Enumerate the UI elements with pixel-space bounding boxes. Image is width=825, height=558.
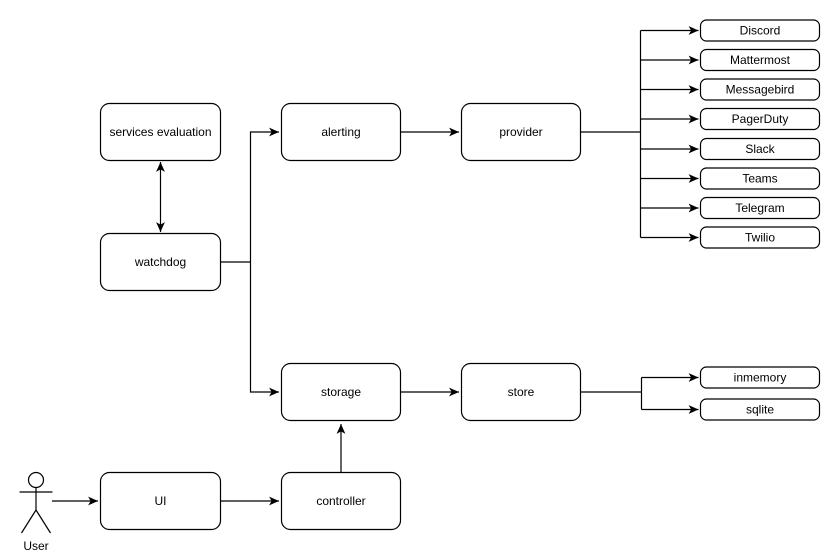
node-store: store bbox=[460, 362, 582, 422]
telegram-box bbox=[699, 196, 821, 220]
sqlite-label: sqlite bbox=[746, 403, 774, 417]
messagebird-label: Messagebird bbox=[726, 83, 795, 97]
node-storage: storage bbox=[280, 362, 402, 422]
node-store-inmemory: inmemory bbox=[699, 366, 821, 389]
mattermost-label: Mattermost bbox=[730, 53, 791, 67]
node-ui: UI bbox=[99, 471, 222, 531]
inmemory-label: inmemory bbox=[734, 371, 787, 385]
mattermost-box bbox=[699, 48, 821, 72]
watchdog-box bbox=[99, 232, 222, 292]
watchdog-label: watchdog bbox=[134, 255, 186, 269]
node-provider-discord: Discord bbox=[699, 19, 821, 42]
twilio-box bbox=[699, 226, 821, 249]
node-alerting: alerting bbox=[280, 102, 402, 162]
user-actor-icon bbox=[19, 471, 53, 534]
provider-label: provider bbox=[499, 125, 542, 139]
discord-box bbox=[699, 19, 821, 42]
pagerduty-box bbox=[699, 107, 821, 131]
node-store-sqlite: sqlite bbox=[699, 398, 821, 421]
node-provider-teams: Teams bbox=[699, 167, 821, 190]
messagebird-box bbox=[699, 78, 821, 101]
store-box bbox=[460, 362, 582, 422]
node-provider-slack: Slack bbox=[699, 137, 821, 161]
node-services-evaluation: services evaluation bbox=[99, 102, 222, 162]
ui-box bbox=[99, 471, 222, 531]
services-evaluation-label: services evaluation bbox=[109, 125, 211, 139]
node-watchdog: watchdog bbox=[99, 232, 222, 292]
controller-label: controller bbox=[316, 494, 365, 508]
storage-label: storage bbox=[321, 385, 361, 399]
node-provider-telegram: Telegram bbox=[699, 196, 821, 220]
actor-head bbox=[27, 471, 45, 489]
ui-label: UI bbox=[155, 494, 167, 508]
alerting-box bbox=[280, 102, 402, 162]
user-actor: User bbox=[19, 471, 53, 553]
twilio-label: Twilio bbox=[745, 231, 775, 245]
node-provider: provider bbox=[460, 102, 582, 162]
node-provider-messagebird: Messagebird bbox=[699, 78, 821, 101]
slack-label: Slack bbox=[745, 142, 775, 156]
teams-box bbox=[699, 167, 821, 190]
actor-leg-left bbox=[20, 509, 37, 534]
provider-box bbox=[460, 102, 582, 162]
discord-label: Discord bbox=[740, 24, 781, 38]
inmemory-box bbox=[699, 366, 821, 389]
slack-box bbox=[699, 137, 821, 161]
node-controller: controller bbox=[280, 471, 402, 531]
sqlite-box bbox=[699, 398, 821, 421]
storage-box bbox=[280, 362, 402, 422]
teams-label: Teams bbox=[742, 172, 777, 186]
controller-box bbox=[280, 471, 402, 531]
services-evaluation-box bbox=[99, 102, 222, 162]
store-label: store bbox=[508, 385, 535, 399]
node-provider-pagerduty: PagerDuty bbox=[699, 107, 821, 131]
actor-leg-right bbox=[35, 509, 52, 534]
alerting-label: alerting bbox=[321, 125, 360, 139]
node-provider-mattermost: Mattermost bbox=[699, 48, 821, 72]
telegram-label: Telegram bbox=[735, 201, 784, 215]
edges bbox=[52, 26, 699, 506]
edge-watchdog-storage bbox=[249, 262, 279, 397]
user-label: User bbox=[23, 539, 48, 553]
edge-watchdog-alerting bbox=[249, 127, 279, 262]
pagerduty-label: PagerDuty bbox=[732, 112, 789, 126]
node-provider-twilio: Twilio bbox=[699, 226, 821, 249]
